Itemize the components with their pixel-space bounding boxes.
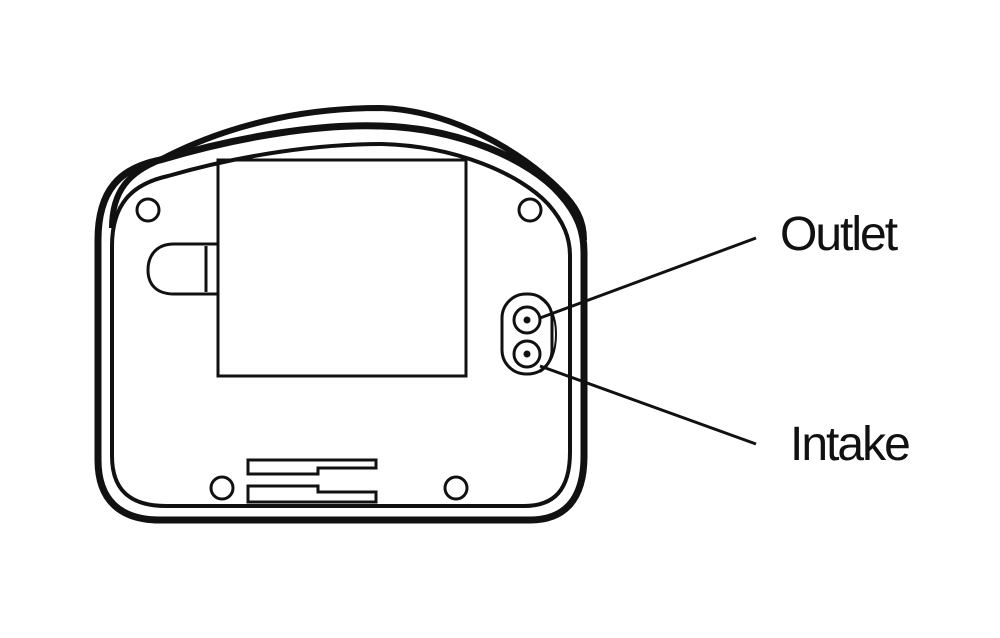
housing-inner-outline <box>110 142 572 508</box>
screw-hole-bottom-left <box>209 475 235 501</box>
screw-hole-top-left <box>135 197 161 223</box>
vent-slot-lower <box>246 484 378 504</box>
housing-outer-outline <box>94 122 588 524</box>
cover-plate <box>216 158 468 378</box>
intake-port-ring <box>512 339 542 369</box>
outlet-port-ring <box>512 305 542 335</box>
intake-port-center <box>523 350 531 358</box>
intake-leader-line <box>539 364 757 446</box>
outlet-port-center <box>523 316 531 324</box>
port-housing <box>500 292 554 376</box>
outlet-label: Outlet <box>780 208 898 261</box>
intake-label: Intake <box>790 418 909 471</box>
outlet-leader-line <box>539 236 757 320</box>
screw-hole-bottom-right <box>443 475 469 501</box>
port-housing-lip <box>539 297 558 373</box>
screw-hole-top-right <box>517 197 543 223</box>
vent-slot-upper <box>246 458 378 476</box>
cover-latch-tab <box>146 242 218 296</box>
